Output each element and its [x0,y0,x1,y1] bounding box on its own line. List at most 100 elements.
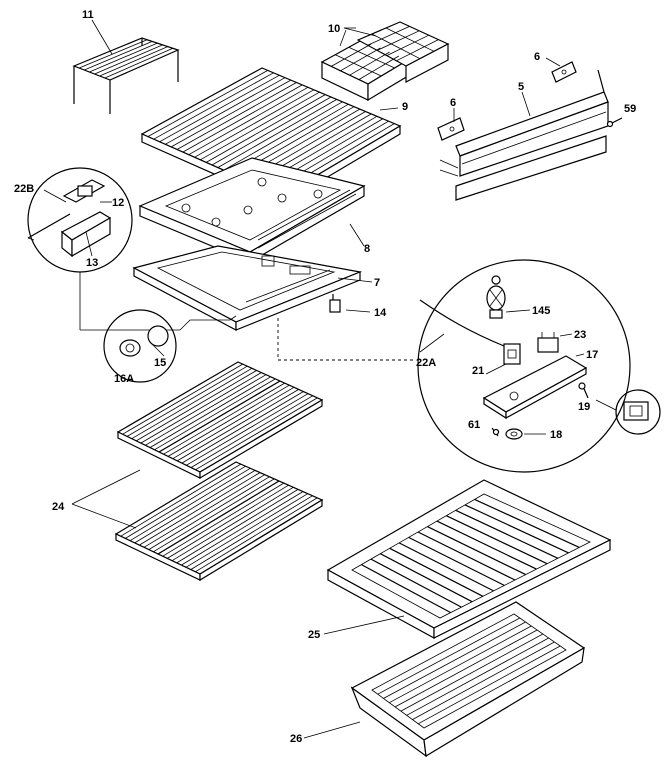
drawing-stroke [206,94,326,163]
drawing-stroke [176,389,299,462]
drawing-stroke [211,96,332,166]
part-26-crisper-drawer [350,601,586,758]
drawing-stroke [398,542,494,592]
label-21: 21 [472,365,484,377]
part-24-wire-shelf-upper [116,361,324,480]
part-11-wire-rack [72,37,180,114]
drawing-stroke [149,376,271,448]
part-25-glass-shelf [326,479,612,640]
drawing-stroke [361,564,451,614]
leader-lines [71,19,585,739]
drawing-stroke [455,509,559,559]
detail-circle-right [417,259,631,473]
drawing-stroke [135,370,257,442]
drawing-stroke [162,482,285,557]
part-59-screw [606,117,623,128]
drawing-stroke [148,476,270,550]
label-18: 18 [550,429,562,441]
label-14: 14 [374,307,387,319]
drawing-stroke [181,391,304,464]
drawing-stroke [377,617,520,695]
drawing-stroke [190,395,313,468]
drawing-stroke [371,33,421,60]
drawing-stroke [394,629,538,708]
drawing-stroke [158,380,281,453]
drawing-stroke [134,470,256,544]
drawing-stroke [126,365,248,437]
drawing-stroke [143,474,265,548]
drawing-stroke [386,34,429,56]
label-24: 24 [52,501,65,513]
label-11: 11 [82,9,94,21]
drawing-stroke [389,547,484,597]
drawing-stroke [84,41,153,71]
label-61: 61 [468,419,480,431]
label-10: 10 [328,23,340,35]
drawing-stroke [171,79,291,148]
label-17: 17 [586,349,598,361]
drawing-stroke [159,74,280,143]
label-22A: 22A [416,357,436,369]
label-16A: 16A [114,373,134,385]
detail-circle-left [27,167,133,273]
part-10-ice-trays [320,21,450,102]
drawing-stroke [104,47,174,79]
drawing-stroke [140,372,262,444]
drawing-stroke [89,42,158,73]
part-7-crisper-cover [132,245,363,331]
part-14-clip [329,294,371,313]
drawing-stroke [171,486,294,562]
label-145: 145 [532,305,550,317]
drawing-stroke [190,495,313,570]
drawing-stroke [157,480,280,555]
label-19: 19 [578,401,590,413]
drawing-stroke [154,378,276,451]
label-13: 13 [86,257,98,269]
drawing-stroke [186,393,309,466]
drawing-stroke [172,386,295,460]
drawing-stroke [147,70,268,137]
drawing-stroke [331,43,372,67]
part-switch-box [595,389,661,435]
drawing-stroke [165,77,286,145]
label-5: 5 [518,81,524,93]
label-6-upper: 6 [534,51,540,63]
drawing-stroke [385,27,435,52]
drawing-stroke [436,520,537,570]
drawing-stroke [446,515,548,565]
connector-dashed-right [277,318,416,361]
drawing-stroke [200,91,320,161]
drawing-stroke [418,645,561,725]
drawing-stroke [176,489,299,564]
drawing-stroke [396,39,439,62]
label-26: 26 [290,733,302,745]
drawing-stroke [335,54,382,77]
label-25: 25 [308,629,320,641]
drawing-stroke [412,641,555,720]
label-6-lower: 6 [450,97,456,109]
drawing-stroke [167,384,290,457]
drawing-stroke [217,99,337,168]
drawing-stroke [167,484,289,559]
drawing-stroke [120,463,242,537]
drawing-stroke [370,558,462,608]
label-22B: 22B [14,183,34,195]
label-12: 12 [112,197,124,209]
part-6-bracket-upper [551,61,577,83]
drawing-stroke [408,536,505,586]
label-59: 59 [624,103,636,115]
drawing-stroke [464,504,569,554]
drawing-stroke [153,478,275,553]
part-24-wire-shelf-lower [114,461,324,582]
drawing-stroke [377,30,420,51]
label-23: 23 [574,329,586,341]
drawing-stroke [125,465,246,539]
label-15: 15 [154,357,166,369]
label-9: 9 [402,101,408,113]
drawing-stroke [380,553,473,603]
drawing-stroke [129,467,251,542]
drawing-stroke [358,55,400,80]
drawing-stroke [185,493,308,568]
drawing-stroke [145,374,267,446]
drawing-stroke [474,498,580,548]
